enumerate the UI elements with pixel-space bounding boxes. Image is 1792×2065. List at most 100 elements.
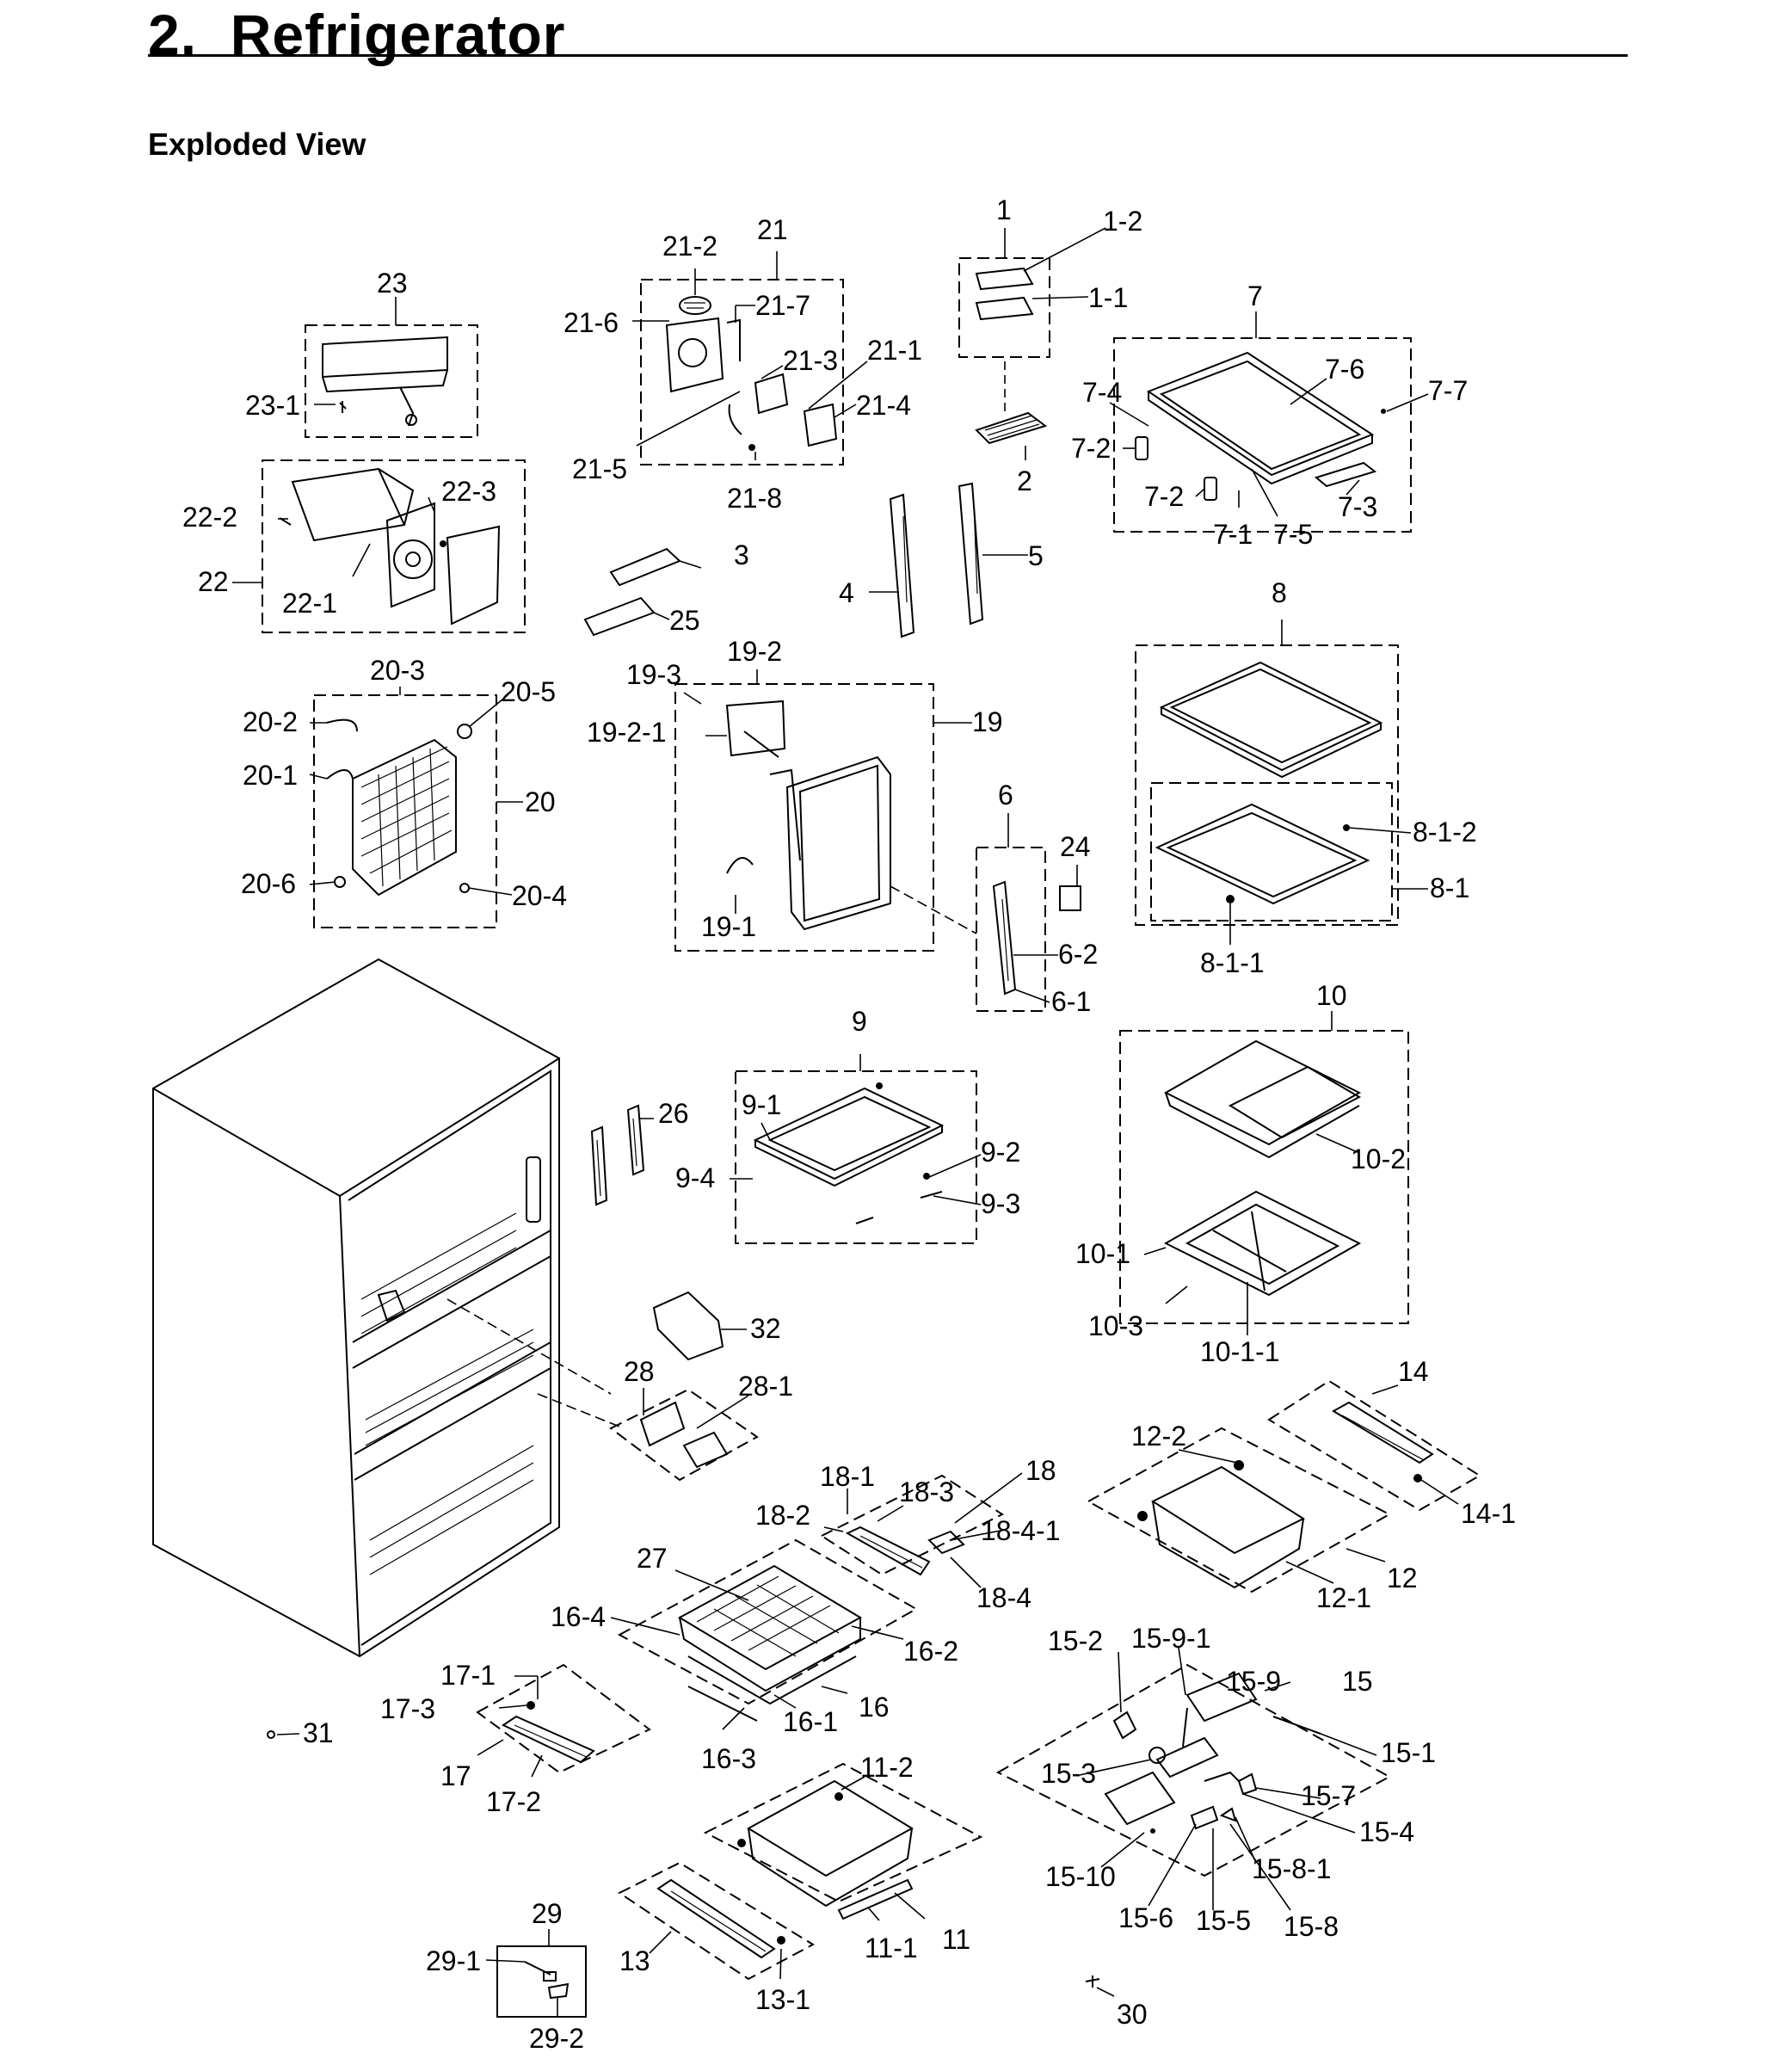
label-7-5: 7-5 (1273, 519, 1313, 550)
label-30: 30 (1117, 1999, 1148, 2030)
group-outlines (262, 257, 1481, 2018)
label-29-1: 29-1 (426, 1945, 481, 1976)
label-20-2: 20-2 (243, 706, 298, 737)
group-12-outline (1086, 1427, 1392, 1593)
label-18-4: 18-4 (976, 1582, 1031, 1613)
label-5: 5 (1028, 540, 1044, 571)
label-19-2: 19-2 (727, 636, 782, 667)
part-7-sketch (1135, 351, 1386, 501)
part-2-sketch (975, 361, 1048, 445)
group-13-outline (618, 1861, 816, 1981)
label-22-1: 22-1 (282, 588, 337, 619)
label-12-1: 12-1 (1316, 1582, 1371, 1613)
label-28: 28 (624, 1356, 655, 1387)
label-7-2-right: 7-2 (1144, 481, 1184, 512)
group-6-outline (976, 847, 1046, 1012)
label-10-2: 10-2 (1351, 1143, 1406, 1174)
label-13-1: 13-1 (755, 1984, 810, 2015)
part-32-28-sketch (639, 1291, 729, 1469)
heading-rule (148, 54, 1628, 57)
label-28-1: 28-1 (738, 1371, 793, 1402)
part-17-sketch (501, 1701, 595, 1764)
label-19: 19 (972, 706, 1003, 737)
label-21-2: 21-2 (662, 231, 717, 262)
label-9-2: 9-2 (981, 1137, 1020, 1168)
label-11-2: 11-2 (860, 1752, 914, 1783)
label-19-2-1: 19-2-1 (587, 717, 667, 748)
label-18-4-1: 18-4-1 (981, 1515, 1061, 1546)
group-18-outline (819, 1474, 1005, 1576)
part-12-14-sketch (1137, 1401, 1434, 1589)
label-19-1: 19-1 (701, 911, 756, 942)
label-7: 7 (1247, 280, 1263, 311)
label-6: 6 (998, 780, 1013, 811)
label-9: 9 (852, 1006, 867, 1037)
label-15-7: 15-7 (1301, 1780, 1356, 1811)
section-title: Exploded View (148, 126, 366, 162)
group-14-outline (1267, 1379, 1481, 1512)
group-11-outline (703, 1762, 983, 1903)
label-11: 11 (942, 1924, 970, 1955)
label-16-3: 16-3 (701, 1743, 756, 1774)
label-15-1: 15-1 (1381, 1737, 1436, 1768)
label-24: 24 (1060, 831, 1091, 862)
label-18: 18 (1025, 1455, 1056, 1486)
part-19-sketch (725, 700, 977, 934)
label-26: 26 (658, 1098, 689, 1129)
label-16-4: 16-4 (551, 1601, 606, 1632)
label-15-4: 15-4 (1359, 1816, 1414, 1847)
label-21-5: 21-5 (572, 453, 627, 484)
label-16-1: 16-1 (783, 1706, 838, 1737)
label-9-1: 9-1 (742, 1089, 781, 1120)
label-10-1-1: 10-1-1 (1200, 1336, 1280, 1367)
part-11-13-sketch (656, 1779, 914, 1959)
group-29-outline (496, 1945, 587, 2018)
label-6-2: 6-2 (1058, 939, 1098, 970)
label-21-3: 21-3 (783, 345, 838, 376)
label-1: 1 (996, 194, 1012, 225)
label-15: 15 (1342, 1666, 1373, 1697)
label-25: 25 (669, 605, 700, 636)
part-23-sketch (322, 336, 448, 427)
label-21-6: 21-6 (563, 307, 619, 338)
label-22-2: 22-2 (182, 502, 237, 533)
group-20-outline (313, 694, 497, 928)
label-18-1: 18-1 (820, 1461, 875, 1492)
part-6-24-sketch (992, 880, 1081, 996)
label-2: 2 (1017, 465, 1032, 496)
part-9-sketch (753, 1082, 945, 1224)
part-10-sketch (1163, 1039, 1362, 1297)
label-13: 13 (619, 1945, 650, 1976)
label-15-2: 15-2 (1048, 1625, 1103, 1656)
label-22-3: 22-3 (441, 476, 496, 507)
label-18-2: 18-2 (755, 1500, 810, 1531)
group-28-outline (609, 1388, 759, 1482)
label-8-1: 8-1 (1430, 872, 1469, 903)
part-20-sketch (326, 718, 472, 897)
label-4: 4 (839, 577, 854, 608)
label-7-2-left: 7-2 (1071, 433, 1111, 464)
label-7-6: 7-6 (1325, 354, 1364, 385)
label-22: 22 (198, 566, 229, 597)
label-7-7: 7-7 (1428, 375, 1468, 406)
label-18-3: 18-3 (899, 1476, 954, 1507)
label-15-6: 15-6 (1118, 1902, 1173, 1933)
part-22-sketch (279, 467, 501, 626)
label-21: 21 (757, 214, 788, 245)
label-10-1: 10-1 (1075, 1238, 1130, 1269)
group-7-outline (1113, 337, 1412, 533)
label-29: 29 (532, 1898, 563, 1929)
label-21-1: 21-1 (867, 335, 922, 366)
part-26-sketch (590, 1104, 645, 1206)
label-1-2: 1-2 (1103, 206, 1142, 237)
label-7-1: 7-1 (1213, 519, 1253, 550)
part-4-5-sketch (889, 482, 984, 638)
label-9-3: 9-3 (981, 1188, 1020, 1219)
label-14: 14 (1398, 1356, 1429, 1387)
label-12: 12 (1387, 1563, 1418, 1593)
part-3-25-sketch (583, 547, 681, 637)
label-21-4: 21-4 (856, 390, 911, 421)
label-9-4: 9-4 (675, 1162, 715, 1193)
part-15-sketch (1104, 1672, 1321, 1834)
